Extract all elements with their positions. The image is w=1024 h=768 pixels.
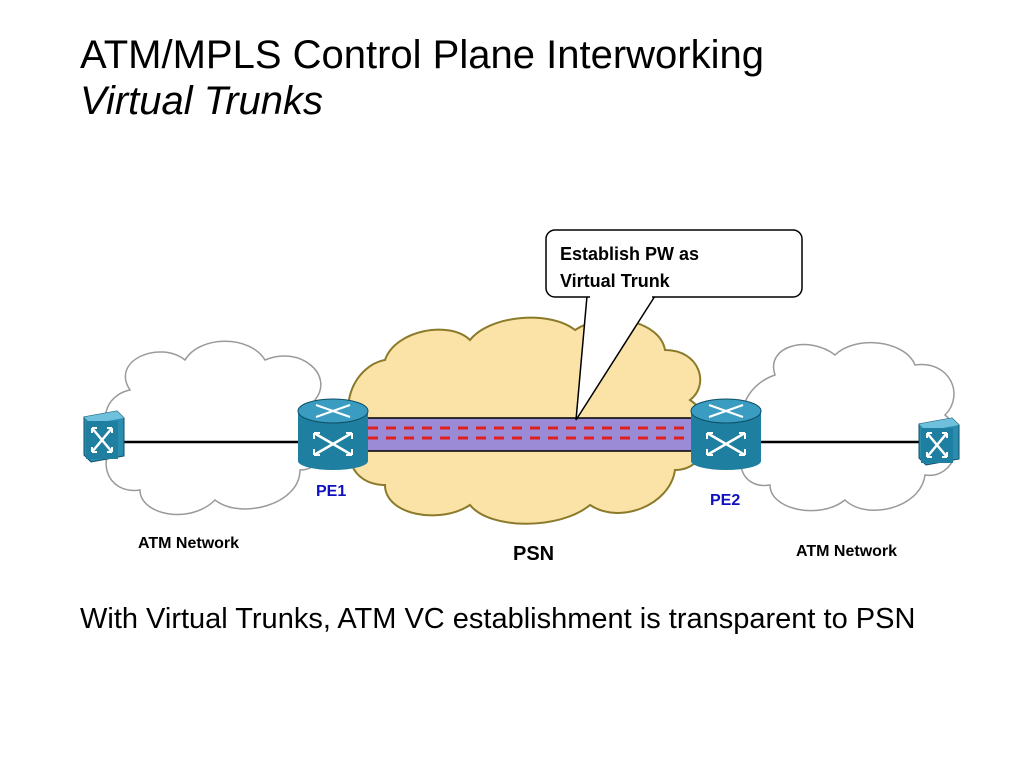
left-atm-cloud: [104, 340, 333, 516]
callout-box: [545, 229, 803, 298]
router-icon: [690, 398, 762, 470]
pseudowire-tunnel: [364, 417, 696, 452]
slide-title: ATM/MPLS Control Plane Interworking Virt…: [80, 32, 764, 124]
pe2-label: PE2: [710, 492, 740, 509]
body-bullet: With Virtual Trunks, ATM VC establishmen…: [80, 603, 916, 635]
right-atm-network-label: ATM Network: [796, 543, 897, 560]
atm-switch-icon: [918, 417, 960, 466]
pe1-label: PE1: [316, 483, 346, 500]
psn-label: PSN: [513, 543, 554, 565]
title-main: ATM/MPLS Control Plane Interworking: [80, 33, 764, 77]
title-subtitle: Virtual Trunks: [80, 79, 324, 123]
callout-line1: Establish PW as: [560, 244, 699, 264]
left-atm-network-label: ATM Network: [138, 535, 239, 552]
router-icon: [297, 398, 369, 470]
atm-switch-icon: [83, 410, 125, 463]
callout-line2: Virtual Trunk: [560, 271, 671, 291]
